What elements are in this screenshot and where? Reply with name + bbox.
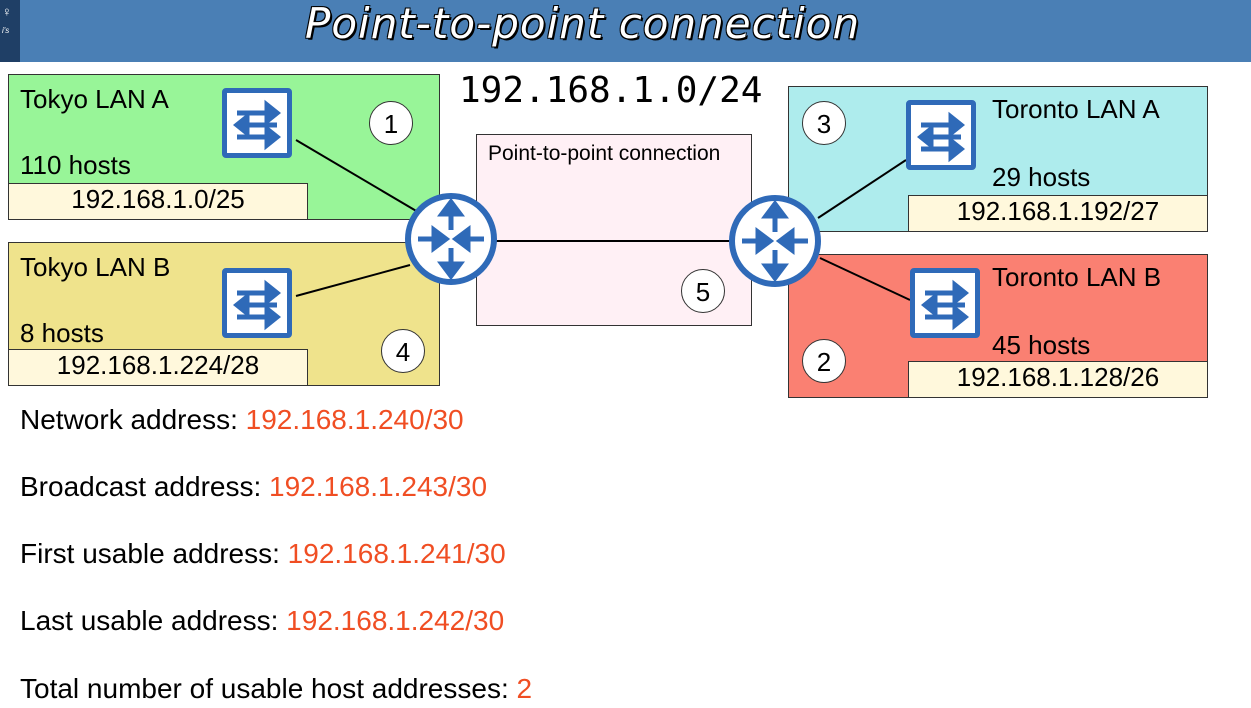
tokyo-lan-a-name: Tokyo LAN A bbox=[20, 84, 169, 114]
total-hosts-line: Total number of usable host addresses: 2 bbox=[20, 673, 532, 705]
router-icon bbox=[728, 194, 822, 288]
last-usable-label: Last usable address: bbox=[20, 605, 287, 636]
logo-text: i's bbox=[2, 26, 10, 35]
toronto-lan-a-name: Toronto LAN A bbox=[992, 94, 1160, 124]
link-tokyo-a bbox=[295, 139, 419, 213]
switch-icon bbox=[910, 268, 980, 338]
broadcast-address-line: Broadcast address: 192.168.1.243/30 bbox=[20, 471, 487, 503]
link-toronto-a bbox=[817, 159, 907, 219]
toronto-lan-a-subnet: 192.168.1.192/27 bbox=[908, 195, 1208, 232]
page-title: Point-to-point connection bbox=[305, 0, 861, 48]
first-usable-label: First usable address: bbox=[20, 538, 288, 569]
toronto-lan-b-subnet: 192.168.1.128/26 bbox=[908, 361, 1208, 398]
link-toronto-b bbox=[819, 257, 911, 301]
logo-icon: ♀ bbox=[2, 4, 12, 19]
tokyo-lan-a-hosts: 110 hosts bbox=[20, 150, 131, 180]
switch-icon bbox=[222, 268, 292, 338]
badge-toronto-a: 3 bbox=[802, 101, 846, 145]
toronto-lan-b-name: Toronto LAN B bbox=[992, 262, 1162, 292]
toronto-lan-b-hosts: 45 hosts bbox=[992, 330, 1091, 360]
total-hosts-label: Total number of usable host addresses: bbox=[20, 673, 517, 704]
badge-p2p: 5 bbox=[681, 269, 725, 313]
link-tokyo-b bbox=[295, 264, 411, 297]
last-usable-value: 192.168.1.242/30 bbox=[286, 605, 505, 636]
network-address-line: Network address: 192.168.1.240/30 bbox=[20, 404, 464, 436]
logo: ♀ i's bbox=[0, 0, 20, 62]
toronto-lan-a-hosts: 29 hosts bbox=[992, 162, 1091, 192]
network-address-label: 192.168.1.0/24 bbox=[459, 70, 763, 111]
badge-tokyo-a: 1 bbox=[369, 101, 413, 145]
network-address-value: 192.168.1.240/30 bbox=[245, 404, 464, 435]
first-usable-line: First usable address: 192.168.1.241/30 bbox=[20, 538, 506, 570]
tokyo-lan-a-subnet: 192.168.1.0/25 bbox=[8, 183, 308, 220]
tokyo-lan-b-hosts: 8 hosts bbox=[20, 318, 104, 348]
switch-icon bbox=[222, 88, 292, 158]
tokyo-lan-b-name: Tokyo LAN B bbox=[20, 252, 171, 282]
broadcast-address-value: 192.168.1.243/30 bbox=[269, 471, 488, 502]
badge-toronto-b: 2 bbox=[802, 339, 846, 383]
tokyo-lan-b-subnet: 192.168.1.224/28 bbox=[8, 349, 308, 386]
total-hosts-value: 2 bbox=[516, 673, 533, 704]
broadcast-address-label: Broadcast address: bbox=[20, 471, 270, 502]
switch-icon bbox=[906, 100, 976, 170]
p2p-label: Point-to-point connection bbox=[488, 142, 721, 165]
first-usable-value: 192.168.1.241/30 bbox=[287, 538, 506, 569]
last-usable-line: Last usable address: 192.168.1.242/30 bbox=[20, 605, 504, 637]
router-icon bbox=[404, 192, 498, 286]
header-bar: ♀ i's Point-to-point connection bbox=[0, 0, 1251, 62]
badge-tokyo-b: 4 bbox=[381, 329, 425, 373]
network-address-label: Network address: bbox=[20, 404, 246, 435]
